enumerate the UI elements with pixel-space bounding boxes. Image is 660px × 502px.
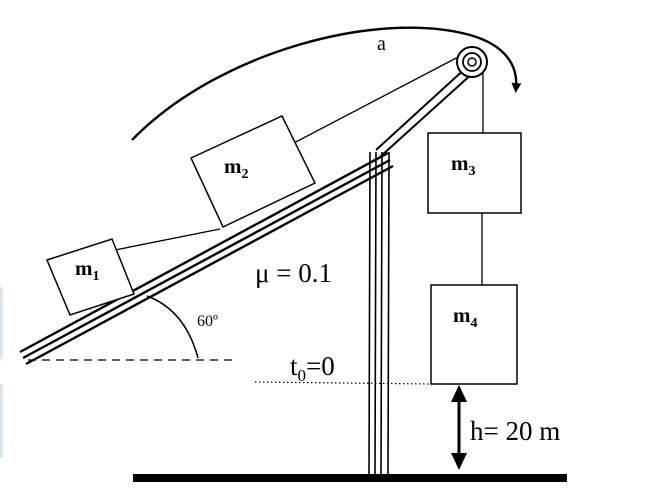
block-m3 [427, 132, 522, 214]
left-edge-strip-top [0, 287, 3, 359]
pulley [456, 46, 488, 78]
mass-label-m2: m2 [224, 154, 249, 182]
height-label: h= 20 m [470, 416, 560, 446]
ground-bar [133, 474, 567, 482]
friction-label: μ = 0.1 [255, 258, 332, 288]
t0-dotted-line [254, 381, 432, 385]
angle-label: 60º [197, 313, 218, 330]
acceleration-arc-arrow [131, 26, 522, 141]
height-arrow [451, 385, 467, 470]
strings [114, 54, 484, 286]
mass-label-m4: m4 [453, 303, 478, 331]
inclined-plane [19, 151, 394, 366]
t0-label: t0=0 [290, 351, 335, 385]
block-m2 [190, 115, 317, 229]
pulley-strut [375, 65, 475, 157]
mass-label-m1: m1 [75, 256, 100, 284]
block-m1 [45, 238, 135, 316]
mass-label-m3: m3 [451, 151, 476, 179]
block-m4 [430, 284, 518, 385]
left-edge-strip-bottom [0, 384, 3, 458]
angle-arc [146, 295, 199, 359]
support-post [368, 151, 390, 475]
acceleration-label: a [377, 33, 386, 55]
